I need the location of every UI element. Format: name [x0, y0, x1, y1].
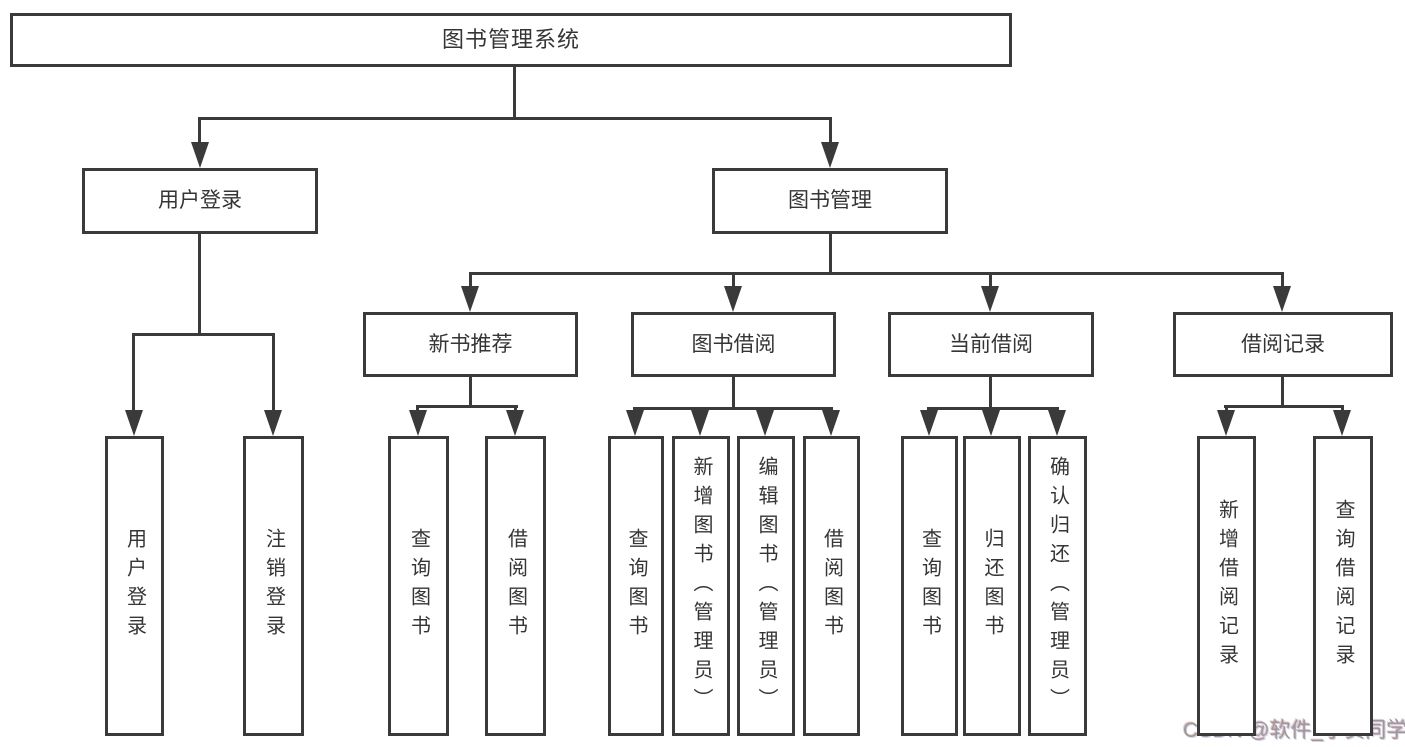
node-label: 新增图书（管理员）	[690, 455, 712, 717]
node-label: 借阅图书	[820, 528, 843, 644]
arrowhead-down-icon	[724, 286, 742, 312]
connector-line	[1281, 273, 1284, 291]
arrowhead-down-icon	[822, 410, 840, 436]
arrowhead-down-icon	[191, 142, 209, 168]
node-query-books-recommend: 查询图书	[388, 436, 449, 736]
connector-line	[198, 233, 201, 336]
connector-line	[132, 333, 275, 336]
node-book-borrowing: 图书借阅	[631, 312, 836, 377]
node-label: 查询图书	[625, 528, 647, 644]
node-label: 新增借阅记录	[1215, 499, 1238, 673]
connector-line	[513, 67, 516, 120]
node-current-borrowing: 当前借阅	[888, 312, 1094, 377]
node-book-management: 图书管理	[712, 168, 948, 234]
node-label: 新书推荐	[428, 332, 513, 356]
arrowhead-down-icon	[461, 286, 479, 312]
node-borrow-books-borrowing: 借阅图书	[803, 436, 860, 736]
connector-line	[732, 377, 735, 409]
node-edit-books-admin: 编辑图书（管理员）	[737, 436, 795, 736]
node-query-borrowing-record: 查询借阅记录	[1313, 436, 1373, 736]
connector-line	[732, 273, 735, 291]
node-label: 注销登录	[262, 528, 285, 644]
connector-line	[829, 233, 832, 275]
node-add-borrowing-record: 新增借阅记录	[1197, 436, 1256, 736]
connector-line	[469, 377, 472, 407]
connector-line	[132, 334, 135, 414]
connector-line	[829, 118, 832, 146]
connector-line	[469, 273, 472, 291]
node-label: 编辑图书（管理员）	[755, 455, 777, 717]
arrowhead-down-icon	[1048, 410, 1066, 436]
node-label: 用户登录	[158, 189, 242, 213]
arrowhead-down-icon	[626, 410, 644, 436]
node-confirm-return-admin: 确认归还（管理员）	[1028, 436, 1087, 736]
arrowhead-down-icon	[1333, 410, 1351, 436]
arrowhead-down-icon	[1217, 410, 1235, 436]
arrowhead-down-icon	[982, 410, 1000, 436]
node-user-login: 用户登录	[105, 436, 164, 736]
node-borrowing-records: 借阅记录	[1173, 312, 1393, 377]
node-borrow-books-recommend: 借阅图书	[485, 436, 546, 736]
connector-line	[198, 118, 201, 146]
node-label: 图书管理系统	[441, 26, 580, 52]
node-label: 查询借阅记录	[1332, 499, 1354, 673]
node-label: 图书管理	[788, 189, 872, 213]
arrowhead-down-icon	[756, 410, 774, 436]
connector-line	[272, 334, 275, 414]
arrowhead-down-icon	[981, 286, 999, 312]
arrowhead-down-icon	[264, 410, 282, 436]
connector-line	[989, 273, 992, 291]
node-label: 借阅记录	[1241, 332, 1325, 356]
node-label: 归还图书	[981, 528, 1003, 644]
node-label: 查询图书	[407, 528, 430, 644]
arrowhead-down-icon	[409, 410, 427, 436]
connector-line	[469, 272, 1284, 275]
arrowhead-down-icon	[821, 142, 839, 168]
connector-line	[198, 117, 832, 120]
node-label: 用户登录	[123, 528, 146, 644]
node-query-books-current: 查询图书	[901, 436, 958, 736]
arrowhead-down-icon	[506, 410, 524, 436]
arrowhead-down-icon	[920, 410, 938, 436]
connector-line	[1281, 377, 1284, 407]
node-logout-login: 注销登录	[243, 436, 304, 736]
connector-line	[1224, 405, 1344, 408]
node-return-books: 归还图书	[963, 436, 1021, 736]
node-query-books-borrowing: 查询图书	[608, 436, 664, 736]
node-label: 查询图书	[918, 528, 941, 644]
node-root: 图书管理系统	[10, 13, 1012, 67]
node-add-books-admin: 新增图书（管理员）	[672, 436, 730, 736]
connector-line	[633, 407, 833, 410]
connector-line	[989, 377, 992, 409]
arrowhead-down-icon	[1273, 286, 1291, 312]
node-label: 当前借阅	[949, 332, 1033, 356]
node-label: 借阅图书	[504, 528, 527, 644]
connector-line	[927, 407, 1059, 410]
arrowhead-down-icon	[125, 410, 143, 436]
arrowhead-down-icon	[691, 410, 709, 436]
node-user-login-group: 用户登录	[82, 168, 318, 234]
node-label: 图书借阅	[691, 332, 776, 356]
node-new-book-recommend: 新书推荐	[363, 312, 578, 377]
node-label: 确认归还（管理员）	[1046, 455, 1069, 717]
connector-line	[416, 405, 518, 408]
